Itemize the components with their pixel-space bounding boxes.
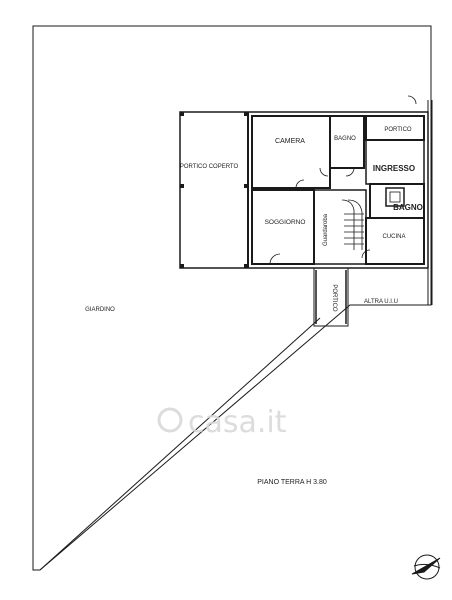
watermark: casa.it xyxy=(157,405,287,440)
watermark-text: casa.it xyxy=(188,405,287,440)
bathroom-fixture xyxy=(385,187,405,207)
plot-diagonal-edge xyxy=(39,317,321,571)
watermark-logo-icon xyxy=(157,407,183,433)
room-label-camera: CAMERA xyxy=(275,138,305,145)
portico-pillars xyxy=(180,112,248,268)
room-label-cucina: CUCINA xyxy=(382,234,405,240)
building-walls xyxy=(179,100,433,305)
plot-boundary xyxy=(32,25,432,571)
room-label-soggiorno: SOGGIORNO xyxy=(265,219,306,226)
lower-portico xyxy=(313,267,349,327)
bathroom-fixture-inner xyxy=(389,191,401,203)
room-label-guardaroba: Guardaroba xyxy=(323,213,329,246)
staircase xyxy=(341,199,364,250)
room-label-altra-uiu: ALTRA U.I.U xyxy=(364,299,398,305)
room-label-portico-coperto: PORTICO COPERTO xyxy=(180,164,239,170)
room-label-bagno-1: BAGNO xyxy=(334,136,356,142)
room-label-portico-1: PORTICO xyxy=(384,127,412,133)
room-label-bagno-2: BAGNO xyxy=(393,203,423,212)
north-arrow-icon xyxy=(411,554,441,580)
floor-label: PIANO TERRA H 3.80 xyxy=(257,479,327,486)
door-swings xyxy=(269,95,417,265)
room-label-portico-2: PORTICO xyxy=(331,284,337,312)
room-label-giardino: GIARDINO xyxy=(85,307,115,313)
room-label-ingresso: INGRESSO xyxy=(373,164,415,173)
